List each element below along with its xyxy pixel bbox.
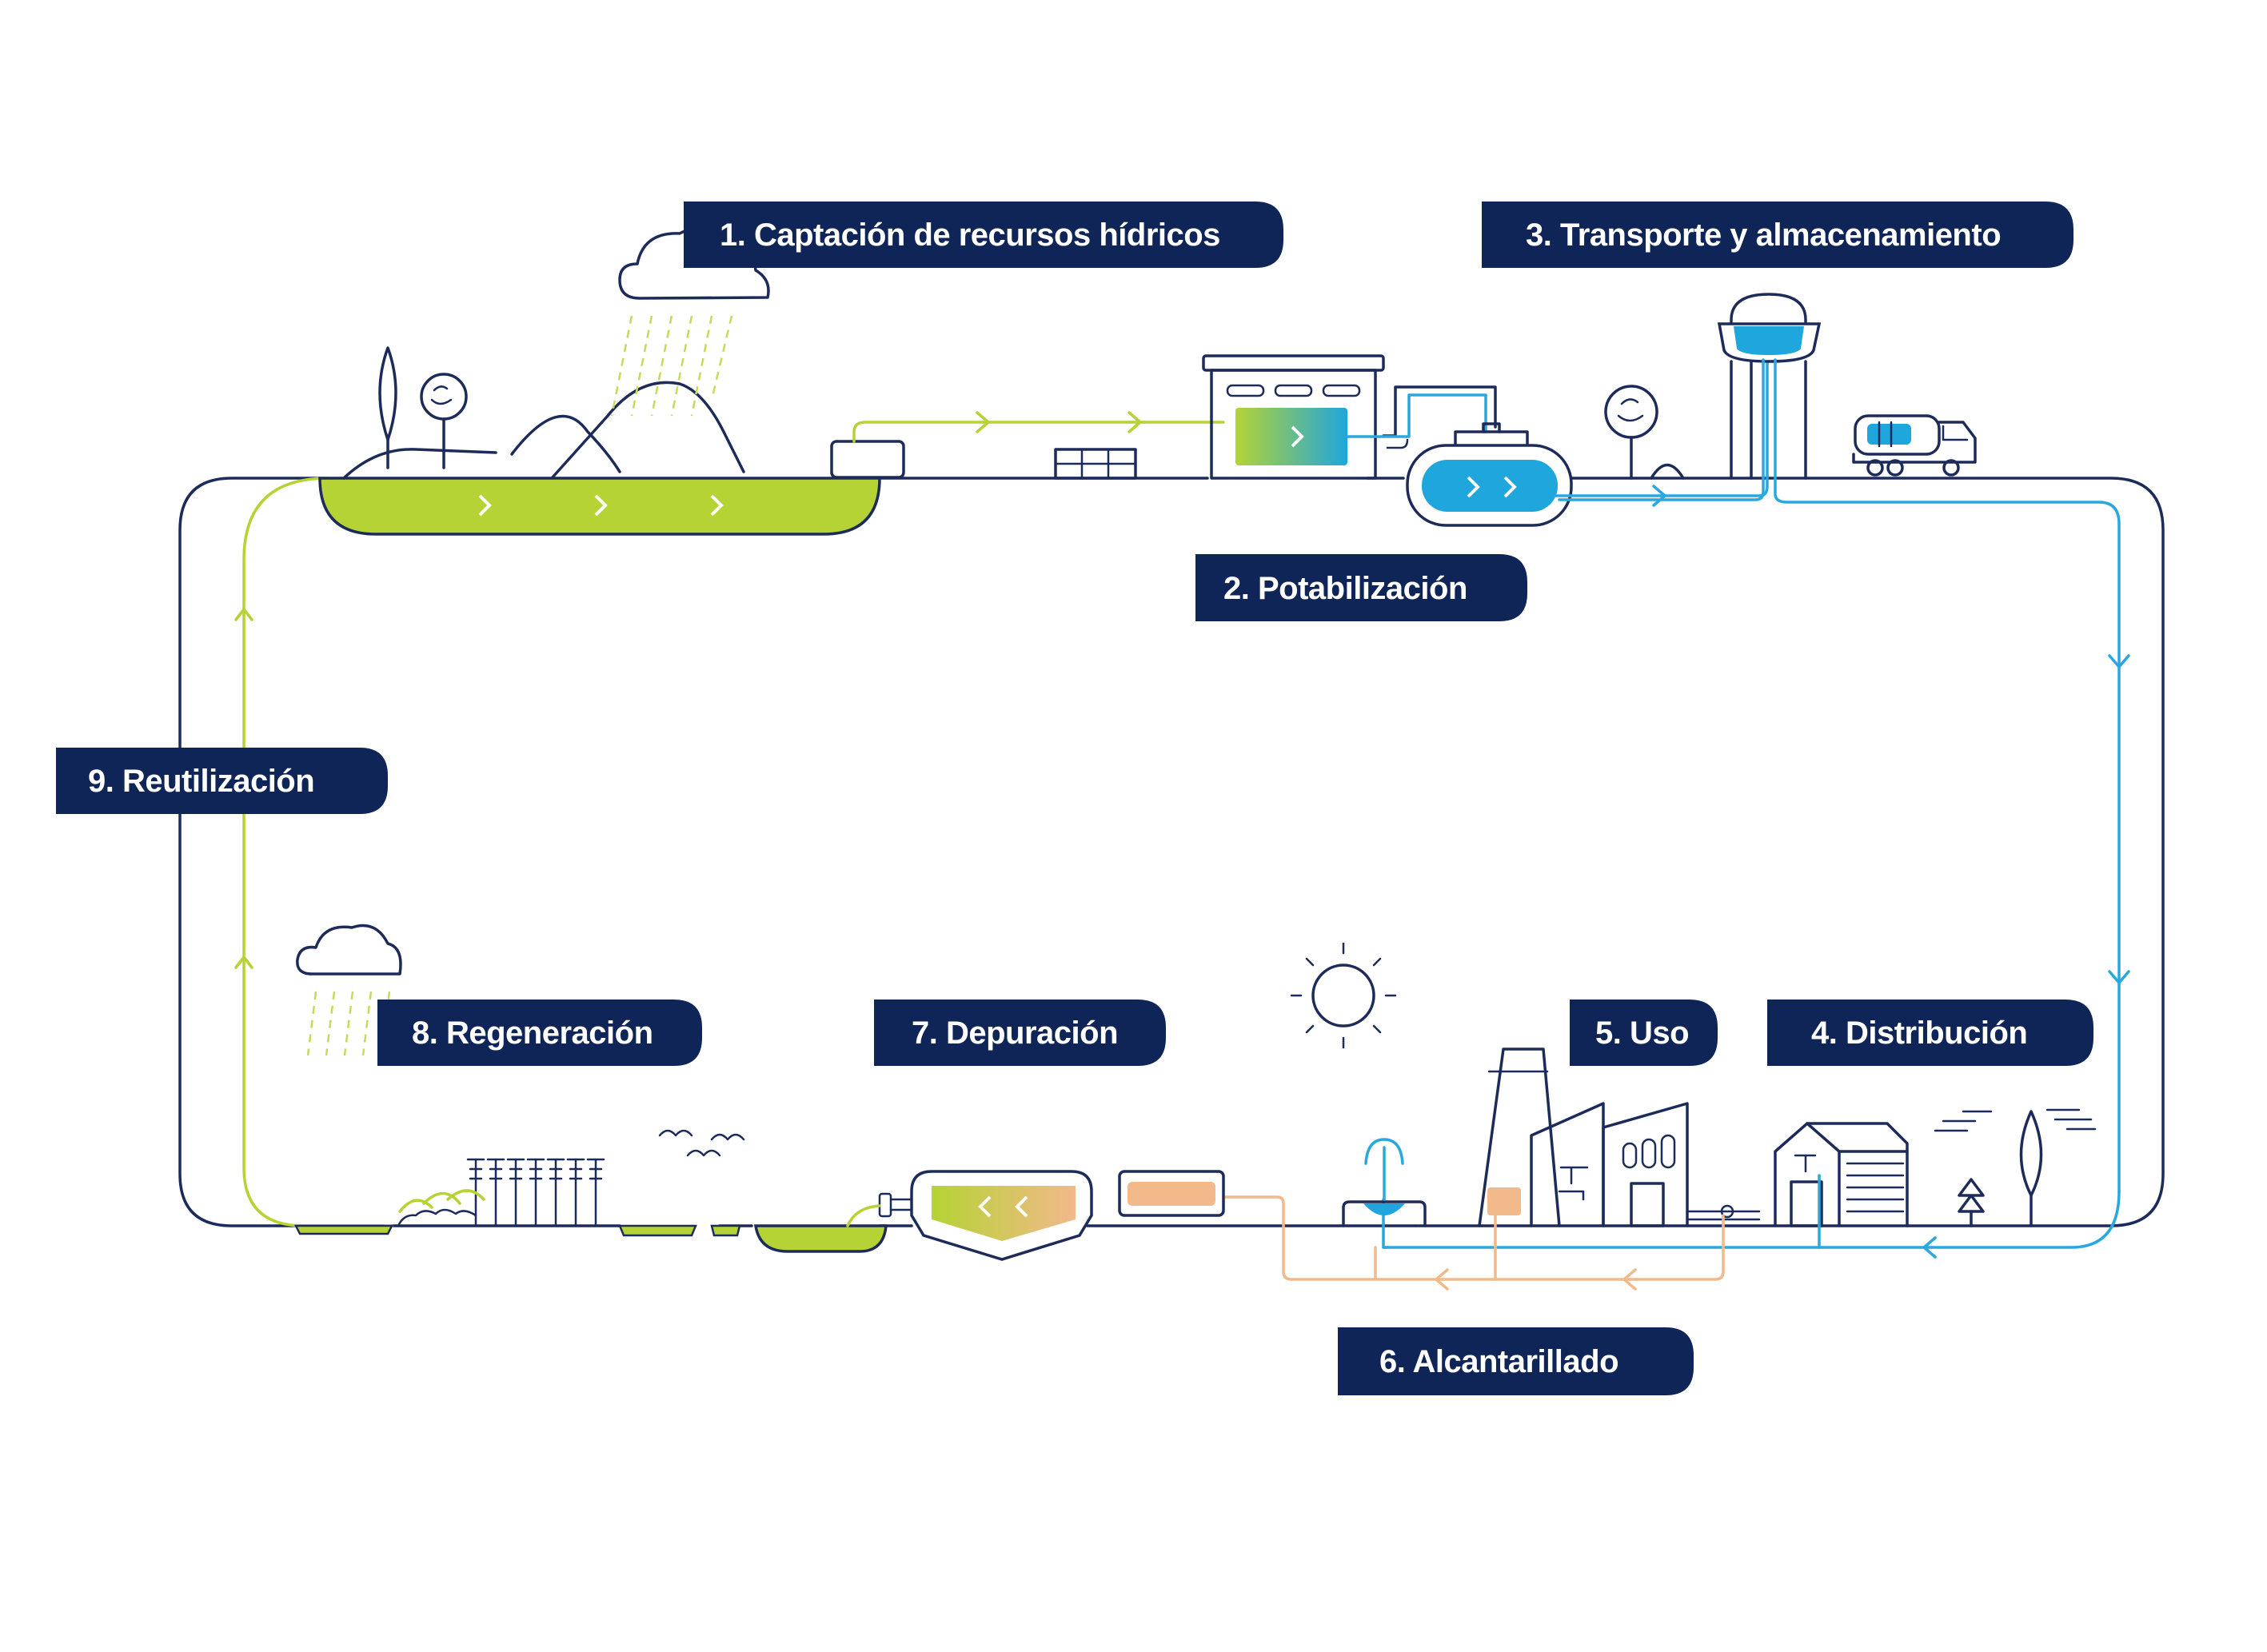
stage-label-3: 3. Transporte y almacenamiento <box>1482 202 2073 268</box>
stage-label-6: 6. Alcantarillado <box>1338 1327 1694 1395</box>
svg-text:1. Captación de recursos hídri: 1. Captación de recursos hídricos <box>720 217 1220 253</box>
treatment-basin-icon <box>878 1170 1225 1261</box>
sewer-network <box>1222 1195 1725 1291</box>
stage-label-9: 9. Reutilización <box>56 748 388 814</box>
rain-icon <box>306 991 391 1056</box>
wheat-icon <box>397 1158 605 1227</box>
stage-label-2: 2. Potabilización <box>1195 554 1527 621</box>
rain-icon <box>610 315 733 417</box>
house-icon <box>1774 1122 1909 1249</box>
tank-icon <box>1406 422 1573 527</box>
cloud-icon <box>296 924 402 976</box>
cloud-icon <box>618 226 770 300</box>
svg-text:9. Reutilización: 9. Reutilización <box>88 764 314 799</box>
grid-icon <box>1054 448 1137 480</box>
svg-text:6. Alcantarillado: 6. Alcantarillado <box>1379 1344 1618 1379</box>
birds-icon <box>658 1129 745 1157</box>
main-cycle-outline <box>178 477 2165 1227</box>
fountain-icon <box>1342 1138 1427 1227</box>
tree-icon <box>378 346 397 469</box>
stage-label-1: 1. Captación de recursos hídricos <box>684 202 1283 268</box>
svg-text:3. Transporte y almacenamiento: 3. Transporte y almacenamiento <box>1526 217 2001 253</box>
treatment-plant-icon <box>1202 354 1497 480</box>
tree-icon <box>1934 1108 2097 1227</box>
water-tower-icon <box>1558 293 2121 1193</box>
tree-icon <box>420 373 468 469</box>
svg-text:7. Depuración: 7. Depuración <box>912 1016 1118 1051</box>
factory-icon <box>1478 1047 1761 1227</box>
distribution-scene <box>1290 942 2121 1259</box>
stage-label-5: 5. Uso <box>1570 1000 1718 1066</box>
svg-text:4. Distribución: 4. Distribución <box>1811 1016 2027 1051</box>
stage-label-8: 8. Regeneración <box>377 1000 702 1066</box>
tanker-truck-icon <box>1852 414 1977 477</box>
stage-label-7: 7. Depuración <box>874 1000 1166 1066</box>
transport-scene <box>1554 293 2130 1193</box>
reuse-flow-line <box>234 477 393 1227</box>
catchment-scene <box>318 226 881 536</box>
sun-icon <box>1290 942 1397 1049</box>
svg-text:8. Regeneración: 8. Regeneración <box>412 1016 653 1051</box>
svg-text:2. Potabilización: 2. Potabilización <box>1223 571 1467 606</box>
hill-icon <box>510 414 621 473</box>
tree-icon <box>1604 385 1658 480</box>
raw-water-pipe <box>830 411 1225 480</box>
flow-arrows <box>478 494 724 517</box>
stage-label-4: 4. Distribución <box>1767 1000 2093 1066</box>
svg-text:5. Uso: 5. Uso <box>1595 1016 1689 1051</box>
regeneration-scene <box>293 924 888 1253</box>
